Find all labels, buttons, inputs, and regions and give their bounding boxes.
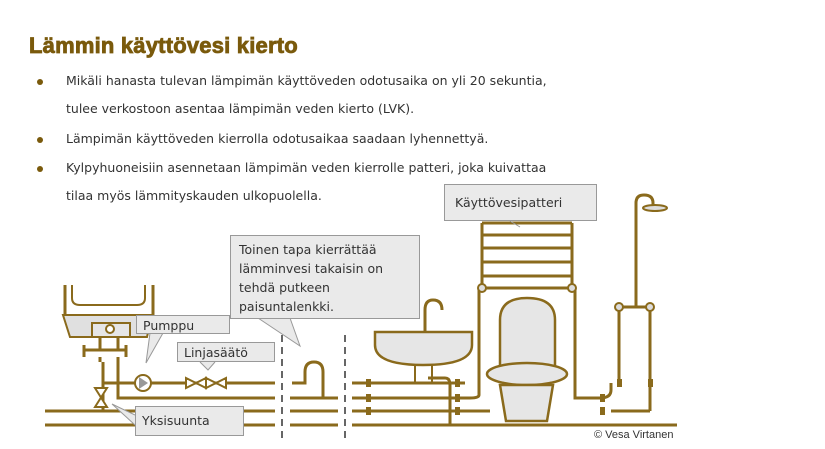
- bullet-icon: [37, 166, 43, 172]
- page-title: Lämmin käyttövesi kierto: [29, 33, 299, 59]
- radiator-label: Käyttövesipatteri: [444, 184, 597, 221]
- callout-line: lämminvesi takaisin on: [239, 261, 384, 276]
- radiator: [469, 221, 613, 400]
- pump-label: Pumppu: [136, 315, 230, 334]
- callout-line: Toinen tapa kierrättää: [239, 242, 377, 257]
- callout-line: tehdä putkeen: [239, 280, 330, 295]
- check-valve-label: Yksisuunta: [135, 406, 244, 436]
- bullet-3-line-1: Kylpyhuoneisiin asennetaan lämpimän vede…: [66, 160, 547, 175]
- water-heater: [61, 285, 155, 362]
- check-valve-icon: [93, 387, 109, 408]
- bullet-icon: [37, 79, 43, 85]
- expansion-loop-callout: Toinen tapa kierrättää lämminvesi takais…: [230, 235, 420, 319]
- bullet-1-line-1: Mikäli hanasta tulevan lämpimän käyttöve…: [66, 73, 547, 88]
- bullet-2: Lämpimän käyttöveden kierrolla odotusaik…: [66, 131, 489, 146]
- balancing-valve-icon: [185, 376, 227, 390]
- bullet-3-line-2: tilaa myös lämmityskauden ulkopuolella.: [66, 188, 322, 203]
- bullet-icon: [37, 137, 43, 143]
- sink: [373, 298, 474, 425]
- copyright: © Vesa Virtanen: [594, 429, 674, 441]
- callout-line: paisuntalenkki.: [239, 299, 334, 314]
- bullet-1-line-2: tulee verkostoon asentaa lämpimän veden …: [66, 101, 415, 116]
- shower: [611, 193, 668, 413]
- toilet: [485, 296, 569, 423]
- balancing-valve-label: Linjasäätö: [177, 342, 275, 362]
- pump-icon: [134, 374, 152, 392]
